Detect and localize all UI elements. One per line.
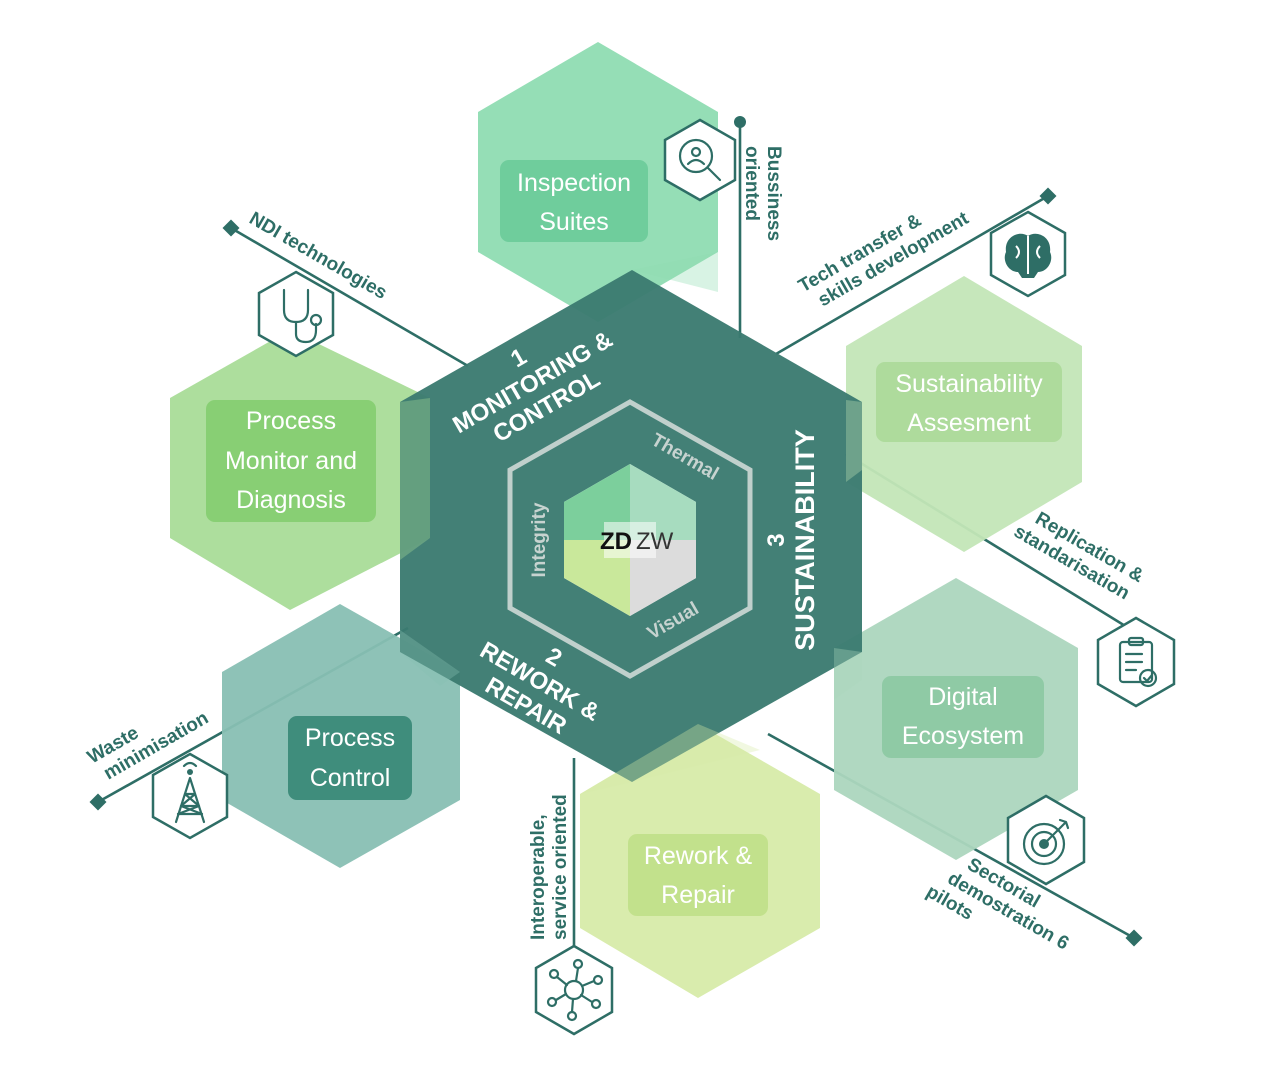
pillar-title-line: SUSTAINABILITY [790,429,820,651]
logo-text-zd: ZD [600,528,632,555]
module-label-digital: Digital Ecosystem [882,676,1044,758]
axis-label-business: Bussiness oriented [741,146,784,241]
overlap-tints [400,252,862,794]
line-end-dot [1125,929,1143,947]
module-label-line: Control [310,764,391,792]
module-label-line: Rework & [644,842,753,870]
module-label-line: Sustainability [895,370,1043,398]
stethoscope-icon [257,270,335,358]
module-label-line: Repair [661,881,735,909]
module-label-line: Diagnosis [236,486,346,514]
network-icon [534,944,614,1036]
pillar-number: 3 [763,533,790,546]
clipboard-check-icon [1096,616,1176,708]
module-label-line: Suites [539,208,608,236]
pillar-sustainability: 3 SUSTAINABILITY [763,429,820,651]
module-label-rework: Rework & Repair [628,834,768,916]
module-label-inspection: Inspection Suites [500,160,648,242]
module-label-line: Inspection [517,169,631,197]
line-end-dot [222,219,240,237]
module-label-line: Ecosystem [902,722,1024,750]
axis-label-line: service oriented [550,794,571,940]
axis-label-interop: Interoperable, service oriented [528,794,571,940]
axis-label-line: Bussiness [763,146,784,241]
logo-facet-green [564,464,630,540]
inner-hexagon [507,399,753,679]
axis-label-replication: Replication & standarisation [1010,508,1147,604]
logo-facet-grey [630,540,696,616]
logo-facet-mint [630,464,696,540]
tower-icon [151,752,229,840]
zdzw-logo: ZD ZW [564,464,696,616]
axis-label-line: Interoperable, [528,814,549,940]
line-end-dot [734,116,746,128]
module-label-process-control: Process Control [288,716,412,800]
module-label-line: Process [305,724,395,752]
search-user-icon [663,118,737,202]
target-icon [1006,794,1086,886]
brain-icon [989,210,1067,298]
line-tech [775,194,1049,356]
module-label-process-monitor: Process Monitor and Diagnosis [206,400,376,522]
module-label-line: Process [246,407,336,435]
module-label-line: Monitor and [225,447,357,475]
logo-text-zw: ZW [636,528,674,555]
module-label-line: Assesment [907,409,1031,437]
line-end-dot [1039,187,1057,205]
module-label-sustainability: Sustainability Assesment [876,362,1062,442]
line-ndi [230,226,469,368]
line-end-dot [89,793,107,811]
module-label-line: Digital [928,683,997,711]
axis-label-line: oriented [741,146,762,221]
logo-facet-lime [564,540,630,616]
inner-label-integrity: Integrity [529,502,550,577]
